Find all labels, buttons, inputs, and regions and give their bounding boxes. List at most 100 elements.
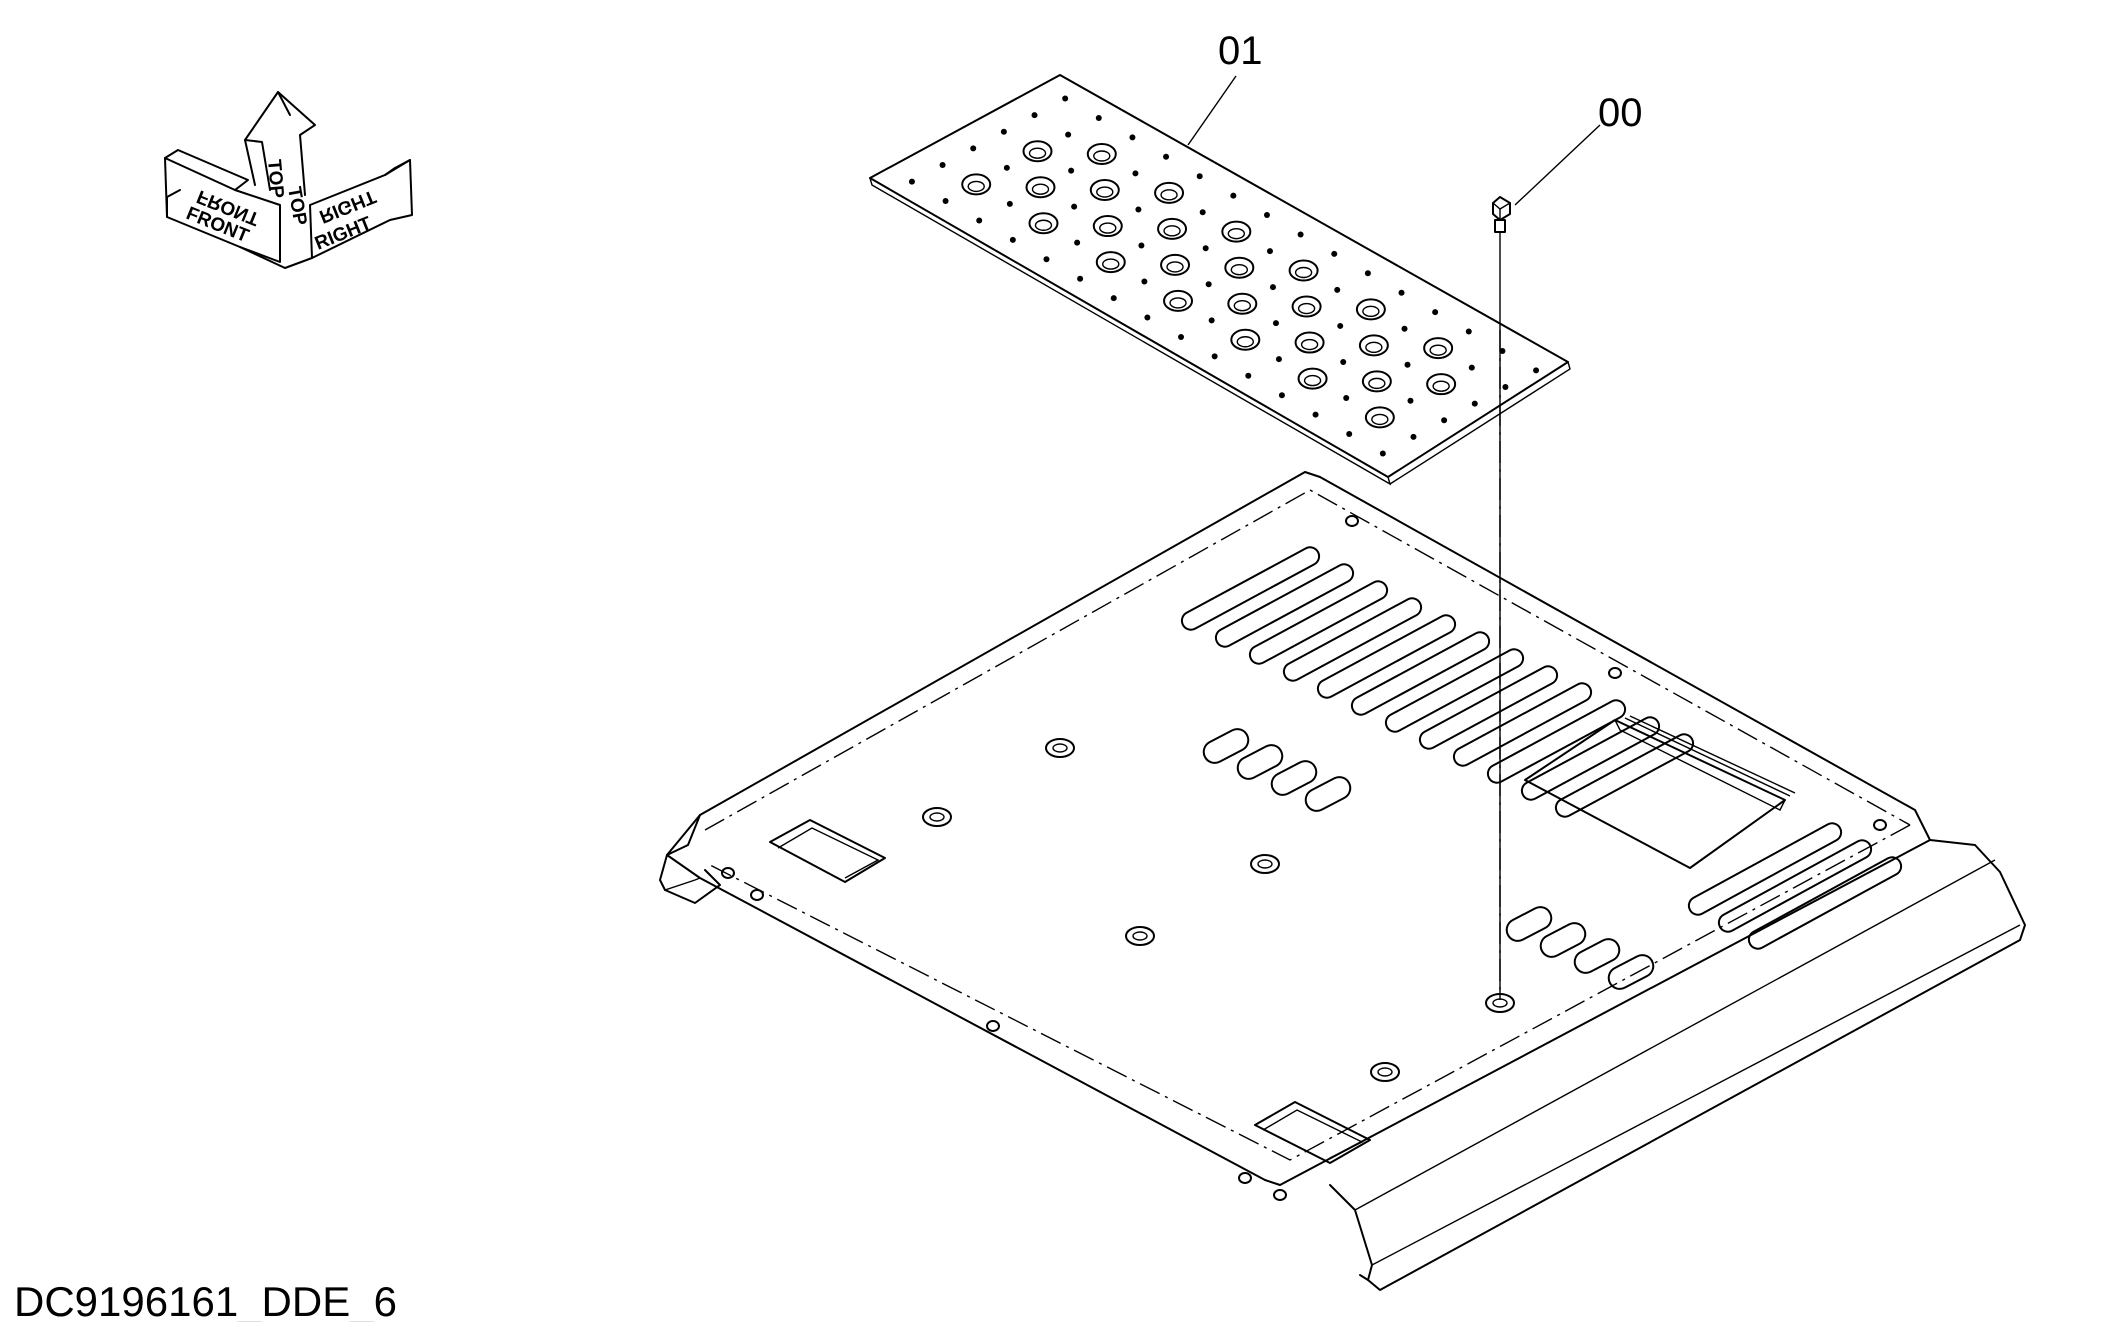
plate-small-hole <box>1129 134 1136 141</box>
plate-small-hole <box>1340 358 1347 365</box>
plate-embossed-hole-inner <box>1096 186 1114 198</box>
plate-small-hole <box>1364 270 1371 277</box>
plate-small-hole <box>1000 128 1007 135</box>
panel-mount-hole <box>750 889 764 901</box>
plate-embossed-hole-inner <box>1099 222 1117 234</box>
plate-embossed-hole-inner <box>1297 302 1316 315</box>
plate-small-hole <box>1346 431 1353 438</box>
vent-slot-short <box>1236 744 1284 780</box>
part-00-label: 00 <box>1598 91 1643 135</box>
plate-small-hole <box>1141 278 1148 285</box>
plate-small-hole <box>1263 212 1270 219</box>
plate-small-hole <box>1404 361 1411 368</box>
plate-embossed-hole-inner <box>1169 297 1187 309</box>
vent-slot-short <box>1573 938 1621 974</box>
plate-small-hole <box>1432 309 1439 316</box>
plate-small-hole <box>1135 206 1142 213</box>
plate-small-hole <box>1205 281 1212 288</box>
plate-small-hole <box>1202 245 1209 252</box>
vent-slot-side <box>1747 856 1903 950</box>
vent-slot-short <box>1304 776 1352 812</box>
vent-slot-long <box>1418 665 1559 750</box>
plate-embossed-hole-inner <box>1163 225 1181 237</box>
plate-small-hole <box>1144 314 1151 321</box>
plate-embossed-hole-inner <box>1371 413 1389 426</box>
plate-embossed-hole-inner <box>1236 336 1255 348</box>
perforated-plate <box>869 74 1571 486</box>
vent-slot-side <box>1687 822 1843 916</box>
plate-small-hole <box>1245 372 1252 379</box>
vent-slot-short <box>1202 728 1250 764</box>
plate-small-hole <box>1132 170 1139 177</box>
plate-small-hole <box>1006 200 1013 207</box>
plate-small-hole <box>1533 367 1540 374</box>
plate-small-hole <box>970 145 977 152</box>
plate-embossed-hole-inner <box>1362 305 1380 318</box>
plate-small-hole <box>1163 153 1170 160</box>
plate-small-hole <box>1407 397 1414 404</box>
plate-small-hole <box>1031 112 1038 119</box>
vent-slot-short <box>1505 906 1553 942</box>
panel-boss-inner <box>1052 743 1068 753</box>
plate-small-hole <box>1043 256 1050 263</box>
panel-boss <box>1485 993 1515 1013</box>
bolt <box>1492 196 1511 1000</box>
vent-slot-long <box>1282 597 1423 682</box>
panel-boss <box>1045 738 1075 758</box>
plate-embossed-hole-inner <box>967 180 985 193</box>
plate-small-hole <box>1110 295 1117 302</box>
vent-slot-short <box>1270 760 1318 796</box>
vent-slot-long <box>1180 546 1321 631</box>
plate-embossed-hole-inner <box>1368 377 1386 390</box>
plate-small-hole <box>1138 242 1145 249</box>
plate-small-hole <box>976 217 983 224</box>
plate-small-hole <box>1312 411 1319 418</box>
plate-small-hole <box>939 162 946 169</box>
plate-embossed-hole-inner <box>1093 150 1111 162</box>
panel-boss <box>922 807 952 827</box>
part-00-callout: 00 <box>1514 91 1643 206</box>
plate-small-hole <box>1401 325 1408 332</box>
plate-small-hole <box>1343 394 1350 401</box>
plate-small-hole <box>1199 209 1206 216</box>
plate-embossed-hole-inner <box>1429 344 1447 356</box>
plate-small-hole <box>1065 131 1072 138</box>
vent-slot-long <box>1486 699 1627 784</box>
plate-small-hole <box>1077 275 1084 282</box>
panel-mount-hole <box>1873 819 1887 831</box>
plate-embossed-hole-inner <box>1031 183 1050 195</box>
plate-small-hole <box>908 178 915 185</box>
plate-small-hole <box>1278 392 1285 399</box>
plate-small-hole <box>1331 250 1338 257</box>
plate-small-hole <box>1398 289 1405 296</box>
plate-small-hole <box>1334 286 1341 293</box>
plate-small-hole <box>1468 364 1475 371</box>
vent-slot-long <box>1350 631 1491 716</box>
panel-boss <box>1250 854 1280 874</box>
panel-mount-hole <box>986 1020 1000 1032</box>
plate-small-hole <box>1196 173 1203 180</box>
plate-small-hole <box>1074 239 1081 246</box>
plate-embossed-hole-inner <box>1365 341 1383 354</box>
plate-small-hole <box>1266 248 1273 255</box>
vent-slot-short <box>1607 954 1655 990</box>
plate-small-hole <box>1269 284 1276 291</box>
plate-embossed-hole-inner <box>1160 189 1178 201</box>
orientation-top-label: TOP <box>263 159 287 200</box>
plate-small-hole <box>1465 328 1472 335</box>
vent-slot-long <box>1384 648 1525 733</box>
plate-small-hole <box>1441 417 1448 424</box>
panel-mount-hole <box>721 867 735 879</box>
panel-boss-inner <box>1132 931 1148 941</box>
plate-small-hole <box>1471 400 1478 407</box>
panel-boss-inner <box>1257 859 1273 869</box>
plate-embossed-hole-inner <box>1294 266 1313 279</box>
orientation-symbol: FRONT FRONT TOP TOP RIGHT RIGHT <box>164 91 413 269</box>
plate-small-hole <box>1003 164 1010 171</box>
plate-embossed-hole-inner <box>1432 380 1450 392</box>
vent-slot-side <box>1717 839 1873 933</box>
plate-small-hole <box>1379 450 1386 457</box>
panel-mount-hole <box>1345 515 1359 527</box>
plate-small-hole <box>1410 433 1417 440</box>
